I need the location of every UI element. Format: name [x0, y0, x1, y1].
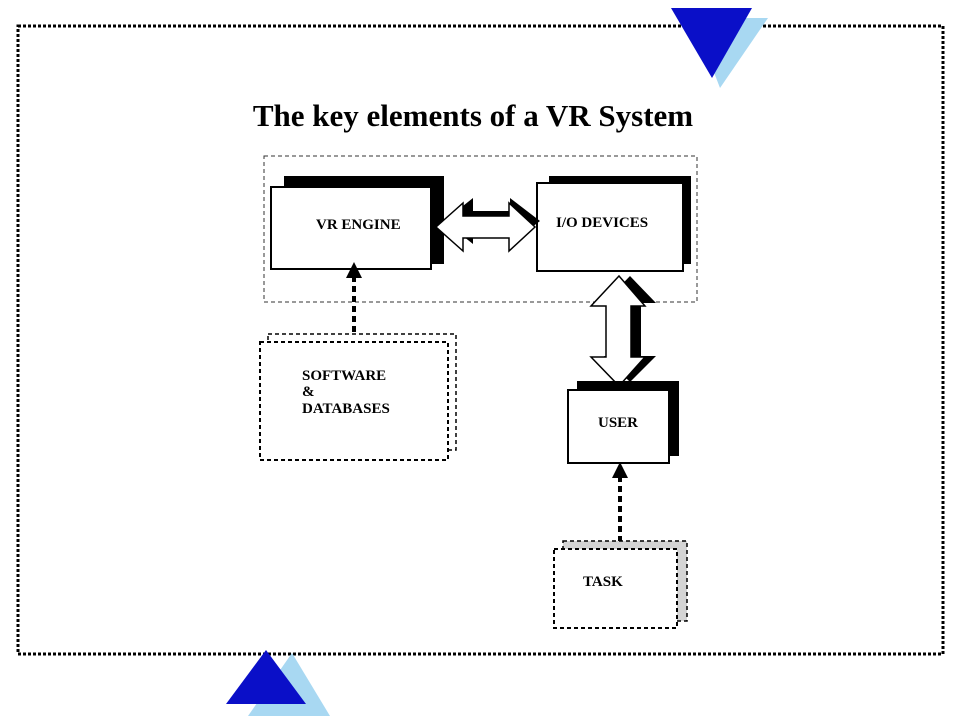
slide-title: The key elements of a VR System [252, 98, 694, 133]
io-user-double-arrow [589, 274, 656, 388]
bottom-triangle-decoration [226, 650, 330, 716]
software-label-line1: SOFTWARE [302, 368, 387, 384]
software-databases-box [259, 333, 457, 461]
io-devices-box [536, 176, 691, 272]
vr-engine-box [270, 176, 444, 270]
task-label: TASK [583, 574, 623, 590]
task-user-dashed-arrow [612, 462, 628, 546]
io-devices-label: I/O DEVICES [556, 215, 649, 231]
top-triangle-decoration [671, 8, 768, 88]
system-boundary [263, 155, 698, 303]
vr-engine-label: VR ENGINE [316, 217, 401, 233]
user-box [567, 381, 679, 464]
slide-border [16, 24, 945, 656]
engine-io-double-arrow [434, 198, 540, 253]
user-label: USER [598, 415, 639, 431]
task-box [553, 540, 688, 629]
software-label-line3: DATABASES [302, 401, 390, 417]
software-label-line2: & [302, 384, 315, 400]
